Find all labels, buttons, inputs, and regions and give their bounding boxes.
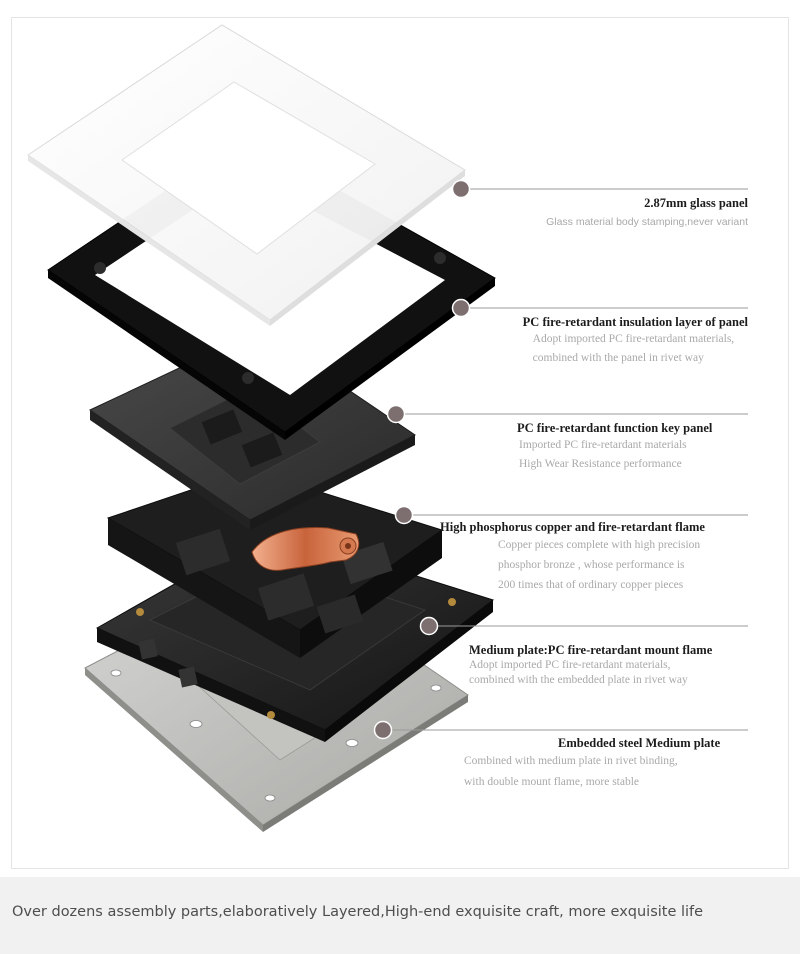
leader-lines	[383, 188, 748, 731]
footer-banner: Over dozens assembly parts,elaboratively…	[0, 877, 800, 954]
callout-desc-line: with double mount flame, more stable	[464, 776, 640, 788]
callout-desc-line: Copper pieces complete with high precisi…	[498, 539, 701, 551]
callout-dot	[451, 298, 471, 318]
callout-title: High phosphorus copper and fire-retardan…	[440, 520, 705, 534]
footer-text: Over dozens assembly parts,elaboratively…	[12, 904, 704, 920]
callout-dot	[419, 616, 439, 636]
callout-desc-line: 200 times that of ordinary copper pieces	[498, 579, 684, 591]
callout-dots	[373, 179, 471, 740]
callout-title: Embedded steel Medium plate	[558, 736, 721, 750]
callout-desc-line: Glass material body stamping,never varia…	[546, 216, 748, 228]
callout-desc-line: phosphor bronze , whose performance is	[498, 559, 685, 571]
callout-dot	[386, 404, 406, 424]
callout-dot	[373, 720, 393, 740]
callout-desc-line: High Wear Resistance performance	[519, 458, 682, 470]
callout-insulation-layer: PC fire-retardant insulation layer of pa…	[523, 315, 748, 368]
callout-title: PC fire-retardant function key panel	[517, 421, 713, 435]
callout-steel-plate: Embedded steel Medium plate Combined wit…	[464, 736, 720, 793]
callout-desc-line: Adopt imported PC fire-retardant materia…	[469, 659, 671, 671]
callout-mount-flame: Medium plate:PC fire-retardant mount fla…	[469, 643, 712, 688]
exploded-switch-illustration	[27, 24, 748, 832]
copper-mechanism-layer	[106, 469, 444, 658]
callout-dot	[394, 505, 414, 525]
callout-title: Medium plate:PC fire-retardant mount fla…	[469, 643, 713, 657]
callout-desc-line: Imported PC fire-retardant materials	[519, 439, 687, 451]
callout-desc-line: Adopt imported PC fire-retardant materia…	[532, 333, 735, 345]
callout-title: PC fire-retardant insulation layer of pa…	[522, 315, 748, 329]
callout-desc-line: Combined with medium plate in rivet bind…	[464, 755, 678, 767]
function-key-panel-layer	[88, 329, 416, 530]
callout-desc-line: combined with the embedded plate in rive…	[469, 674, 688, 686]
callout-function-key-panel: PC fire-retardant function key panel Imp…	[517, 421, 748, 474]
glass-panel-layer	[27, 24, 466, 326]
callout-glass-panel: 2.87mm glass panel Glass material body s…	[546, 196, 748, 232]
callout-desc-line: combined with the panel in rivet way	[532, 352, 704, 364]
callout-dot	[451, 179, 471, 199]
callout-copper-flame: High phosphorus copper and fire-retardan…	[440, 520, 705, 595]
callout-title: 2.87mm glass panel	[644, 196, 748, 210]
